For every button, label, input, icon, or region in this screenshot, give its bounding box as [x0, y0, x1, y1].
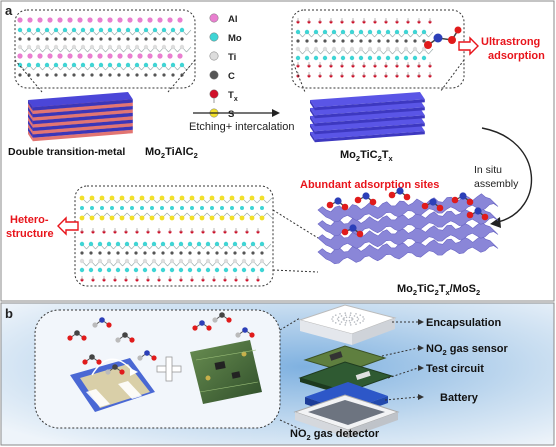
- legend-label-al: Al: [228, 14, 238, 25]
- encapsulation-label: Encapsulation: [426, 317, 501, 329]
- mxene-stack: [310, 92, 425, 143]
- legend-label-mo: Mo: [228, 33, 242, 44]
- plus-icon: [156, 356, 182, 382]
- etching-arrowhead: [272, 109, 280, 117]
- parent-max-stack: [28, 92, 133, 142]
- legend-swatch-mo: [209, 32, 219, 42]
- leader-lines: [381, 321, 419, 401]
- parent-label-prefix: Double transition-metal: [8, 146, 125, 158]
- legend-swatch-al: [209, 13, 219, 23]
- leader-arrowheads: [418, 319, 424, 400]
- sensor-chip: [70, 358, 155, 412]
- zoom-lines-1: [14, 59, 196, 93]
- in-situ-label-2: assembly: [474, 178, 519, 190]
- in-situ-arrowhead: [490, 217, 501, 228]
- speaker-holes: [331, 312, 365, 326]
- parent-label: Double transition-metal: [8, 146, 125, 158]
- legend-swatch-t: [209, 89, 219, 99]
- hetero-callout-arrow: [57, 216, 79, 236]
- gas-molecules: [67, 312, 255, 375]
- legend-label-t: Tx: [228, 90, 238, 103]
- etching-label: Etching+ intercalation: [189, 121, 294, 133]
- no2-molecule-adsorbed: [424, 26, 462, 49]
- legend-swatch-c: [209, 70, 219, 80]
- in-situ-label-1: In situ: [474, 164, 502, 176]
- mxene-structure-zoom: [291, 9, 465, 89]
- zoom-lines-3: [272, 209, 319, 273]
- abundant-sites-label: Abundant adsorption sites: [300, 179, 439, 191]
- circuit-board: [190, 340, 262, 404]
- adsorption-label-line2: adsorption: [488, 50, 545, 62]
- adsorption-label-line1: Ultrastrong: [481, 36, 540, 48]
- legend-label-s: S: [228, 109, 234, 120]
- hetero-label-2: structure: [6, 228, 54, 240]
- composite-label: Mo2TiC2Tx/MoS2: [397, 283, 480, 297]
- parent-structure-zoom: [14, 9, 196, 89]
- panel-b-letter: b: [5, 306, 13, 321]
- zoom-lines-2: [291, 59, 465, 93]
- gas-sensor-label: NO2 gas sensor: [426, 343, 509, 357]
- panel-a-letter: a: [5, 3, 13, 18]
- mxene-label: Mo2TiC2Tx: [340, 149, 394, 163]
- detector-label: NO2 gas detector: [290, 428, 380, 442]
- legend-label-c: C: [228, 71, 235, 82]
- legend-swatch-ti: [209, 51, 219, 61]
- heterostructure-zoom: [74, 185, 274, 287]
- parent-formula: Mo2TiAlC2: [145, 146, 198, 160]
- battery-label: Battery: [440, 392, 479, 404]
- composite-stack: [317, 187, 499, 265]
- legend-label-ti: Ti: [228, 52, 236, 63]
- zoom-lines-b: [279, 317, 303, 431]
- in-situ-arrow: [481, 127, 532, 223]
- test-circuit-label: Test circuit: [426, 363, 484, 375]
- detector-assembly: [293, 304, 400, 438]
- hetero-label-1: Hetero-: [10, 214, 49, 226]
- adsorption-callout-arrow: [458, 36, 479, 56]
